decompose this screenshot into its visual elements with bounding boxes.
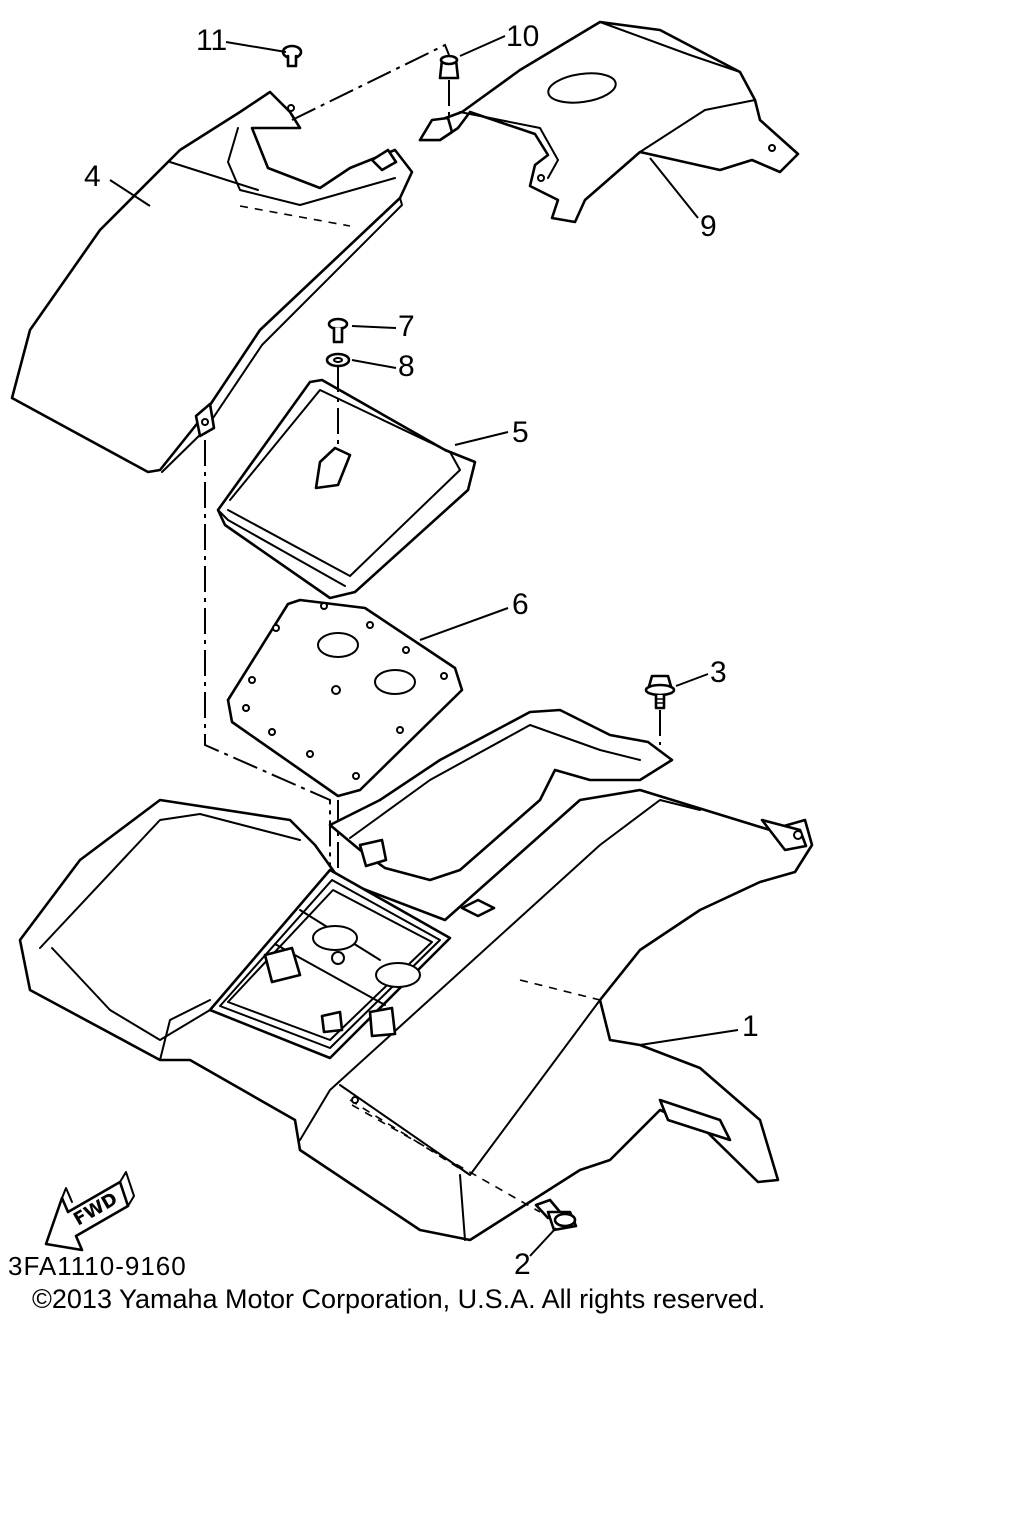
fastener-10 (438, 54, 460, 80)
fastener-11 (281, 44, 303, 68)
callout-3: 3 (710, 656, 727, 689)
callout-5: 5 (512, 416, 529, 449)
part-9-cover (418, 20, 800, 224)
callout-7: 7 (398, 310, 415, 343)
washer-8 (325, 352, 351, 368)
callout-8: 8 (398, 350, 415, 383)
callout-labels: 11 10 4 9 7 8 5 6 3 1 2 (84, 20, 759, 1281)
bolt-2 (534, 1198, 578, 1232)
part-1-rear-fender (18, 708, 814, 1242)
callout-9: 9 (700, 210, 717, 243)
callout-1: 1 (742, 1010, 759, 1043)
screw-7 (327, 317, 349, 344)
part-4-fender (10, 90, 414, 474)
fwd-arrow-icon: FWD (44, 1171, 135, 1252)
bolt-3 (644, 674, 676, 710)
callout-10: 10 (506, 20, 539, 53)
callout-2: 2 (514, 1248, 531, 1281)
callout-leaders (109, 35, 739, 1257)
part-5-lid (216, 366, 477, 600)
part-6-gasket (226, 598, 464, 798)
copyright-notice: ©2013 Yamaha Motor Corporation, U.S.A. A… (32, 1284, 766, 1314)
callout-6: 6 (512, 588, 529, 621)
callout-4: 4 (84, 160, 101, 193)
callout-11: 11 (196, 24, 227, 57)
diagram-code: 3FA1110-9160 (8, 1251, 187, 1281)
